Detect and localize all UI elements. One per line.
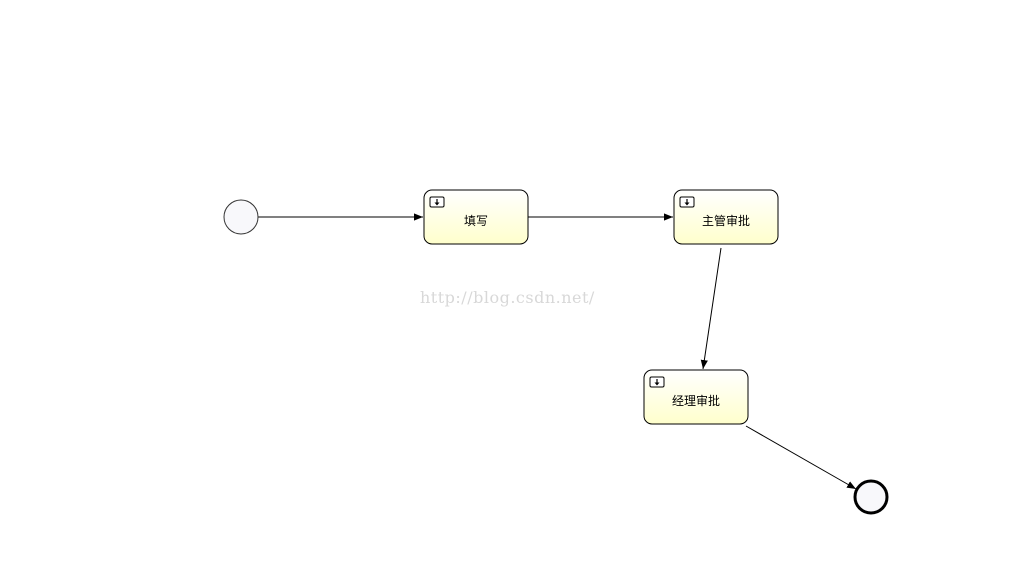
end-event[interactable] — [853, 479, 889, 515]
task-box — [423, 189, 529, 245]
start-event[interactable] — [223, 199, 259, 235]
sequence-flow-task2-to-task3[interactable] — [700, 247, 722, 370]
task-label: 填写 — [464, 214, 488, 228]
user-task-icon — [679, 196, 695, 208]
user-task-icon — [429, 196, 445, 208]
watermark-text: http://blog.csdn.net/ — [420, 288, 595, 307]
task-manager-approval[interactable]: 经理审批 — [643, 369, 749, 425]
task-supervisor-approval[interactable]: 主管审批 — [673, 189, 779, 245]
task-label: 主管审批 — [702, 213, 750, 228]
task-box — [673, 189, 779, 245]
task-label: 经理审批 — [672, 393, 720, 408]
user-task-icon — [649, 376, 665, 388]
task-fill-in[interactable]: 填写 — [423, 189, 529, 245]
task-box — [643, 369, 749, 425]
sequence-flow-task3-to-end[interactable] — [745, 425, 857, 490]
